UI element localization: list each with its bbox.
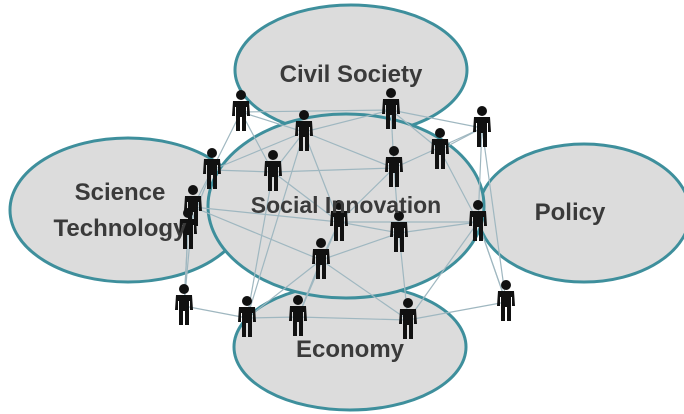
person-icon [238,296,256,337]
person-icon [184,185,202,226]
connection-line [183,305,248,319]
person-icon [399,298,417,339]
connection-line [338,221,400,234]
person-icon [382,88,400,129]
person-icon [295,110,313,151]
connection-line [439,149,479,223]
person-icon [232,90,250,131]
connection-line [407,301,507,321]
connection-line [211,169,274,173]
person-icon [385,146,403,187]
connection-line [192,206,322,261]
people-group [175,88,515,339]
connection-line [338,167,395,223]
connection-line [303,109,392,133]
connection-line [246,259,322,319]
person-icon [469,200,487,241]
civil-society-label: Civil Society [280,61,423,88]
person-icon [289,295,307,336]
connection-line [192,206,340,223]
person-icon [179,208,197,249]
policy-label: Policy [535,199,606,226]
connection-line [481,127,507,303]
connection-line [211,131,305,171]
connection-line [246,171,274,319]
person-icon [264,150,282,191]
person-icon [473,106,491,147]
connection-line [407,221,479,321]
economy-label: Economy [296,336,405,363]
science-label: Science [75,179,166,206]
person-icon [330,200,348,241]
technology-label: Technology [54,215,188,242]
connection-line [240,111,305,133]
person-icon [431,128,449,169]
connection-line [320,232,400,261]
social-innovation-ellipse [206,112,486,300]
connection-line [272,167,395,173]
person-icon [312,238,330,279]
person-icon [175,284,193,325]
connection-line [272,171,340,223]
connection-line [246,131,305,319]
person-icon [203,148,221,189]
person-icon [497,280,515,321]
connection-line [320,259,409,321]
social-innovation-label: Social Innovation [251,192,441,218]
connection-line [297,316,409,321]
connection-line [303,131,340,223]
connection-line [303,131,395,169]
connection-line [390,109,483,129]
connection-line [398,221,479,234]
connection-line [240,109,392,113]
person-icon [390,211,408,252]
